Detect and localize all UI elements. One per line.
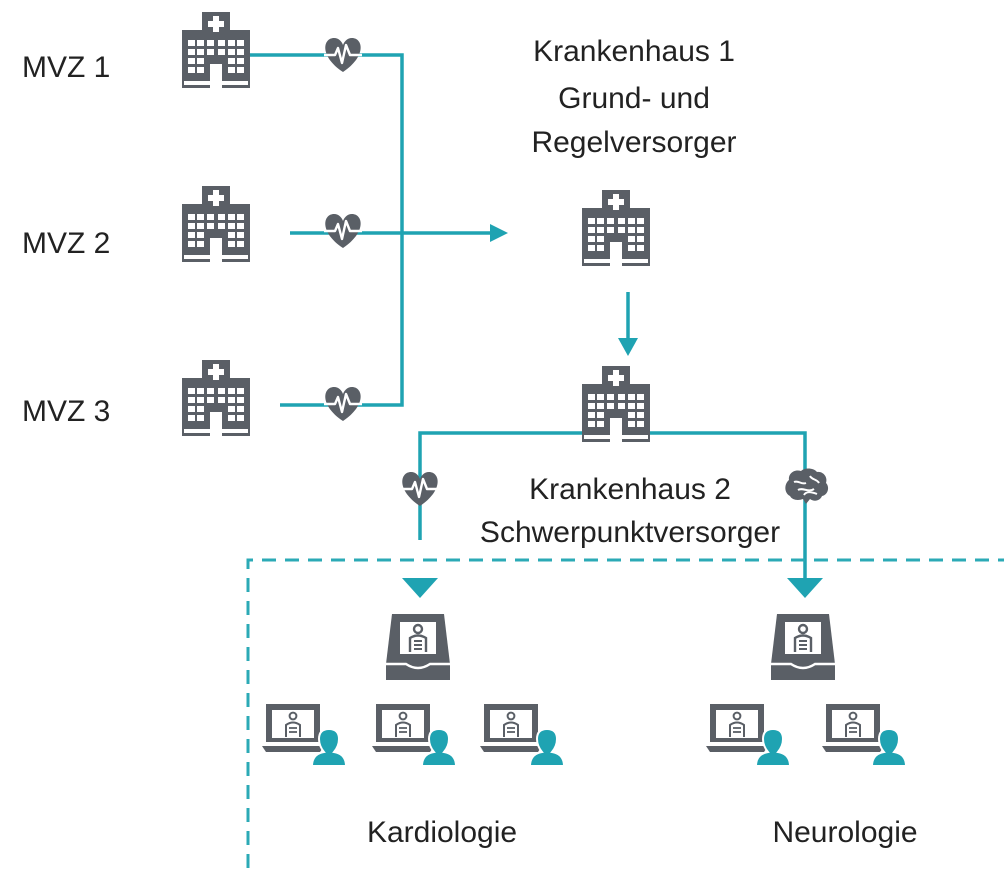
hospital1-icon bbox=[582, 190, 650, 266]
hospital1-label-line1: Krankenhaus 1 bbox=[533, 35, 735, 68]
mvz2-heart-ecg-icon bbox=[322, 212, 364, 250]
arrow-to-neurologie bbox=[787, 578, 823, 598]
kardiologie-label: Kardiologie bbox=[366, 816, 518, 849]
mvz2-hospital-icon bbox=[182, 186, 250, 262]
neurologie-brain-icon bbox=[784, 467, 830, 505]
mvz1-label: MVZ 1 bbox=[22, 51, 111, 84]
hospital2-label-line1: Krankenhaus 2 bbox=[529, 473, 731, 506]
hospital1-label-line3: Regelversorger bbox=[531, 126, 737, 159]
arrow-to-kardiologie bbox=[402, 578, 438, 598]
department-boundary bbox=[246, 558, 1004, 868]
kardiologie-xray-inbox-icon bbox=[384, 612, 452, 682]
arrowheads bbox=[402, 224, 823, 598]
neurologie-workstation-2-icon bbox=[821, 703, 907, 767]
hospital2-label-line2: Schwerpunktversorger bbox=[479, 516, 781, 549]
mvz3-heart-ecg-icon bbox=[322, 385, 364, 423]
mvz1-heart-ecg-icon bbox=[322, 36, 364, 74]
arrow-to-hospital2 bbox=[618, 338, 638, 356]
arrow-to-hospital1 bbox=[490, 224, 508, 242]
kardiologie-workstation-3-icon bbox=[479, 703, 565, 767]
hospital2-icon bbox=[582, 366, 650, 442]
kardiologie-workstation-1-icon bbox=[261, 703, 347, 767]
neurologie-xray-inbox-icon bbox=[769, 612, 837, 682]
mvz3-label: MVZ 3 bbox=[22, 395, 111, 428]
mvz1-hospital-icon bbox=[182, 12, 250, 88]
mvz3-hospital-icon bbox=[182, 360, 250, 436]
neurologie-workstation-1-icon bbox=[705, 703, 791, 767]
kardiologie-workstation-2-icon bbox=[371, 703, 457, 767]
neurologie-label: Neurologie bbox=[772, 816, 918, 849]
hospital1-label-line2: Grund- und bbox=[558, 82, 710, 115]
mvz2-label: MVZ 2 bbox=[22, 227, 111, 260]
